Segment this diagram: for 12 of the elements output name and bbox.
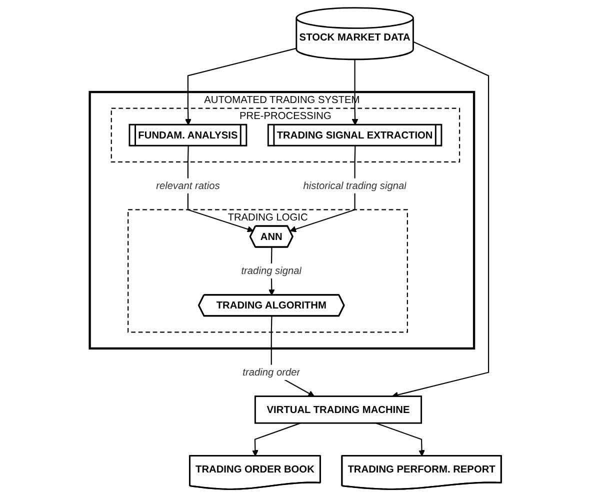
arrow — [289, 146, 356, 232]
edge-label: trading signal — [240, 264, 302, 276]
arrow — [186, 146, 254, 232]
arrow — [252, 422, 300, 456]
edge-label: relevant ratios — [156, 180, 220, 192]
edge-label: trading order — [242, 366, 300, 378]
edge-label: historical trading signal — [302, 180, 406, 192]
node-box: VIRTUAL TRADING MACHINE — [254, 396, 422, 424]
arrow — [375, 422, 424, 456]
arrow — [351, 59, 358, 126]
arrow — [391, 41, 489, 398]
arrow — [184, 48, 296, 126]
